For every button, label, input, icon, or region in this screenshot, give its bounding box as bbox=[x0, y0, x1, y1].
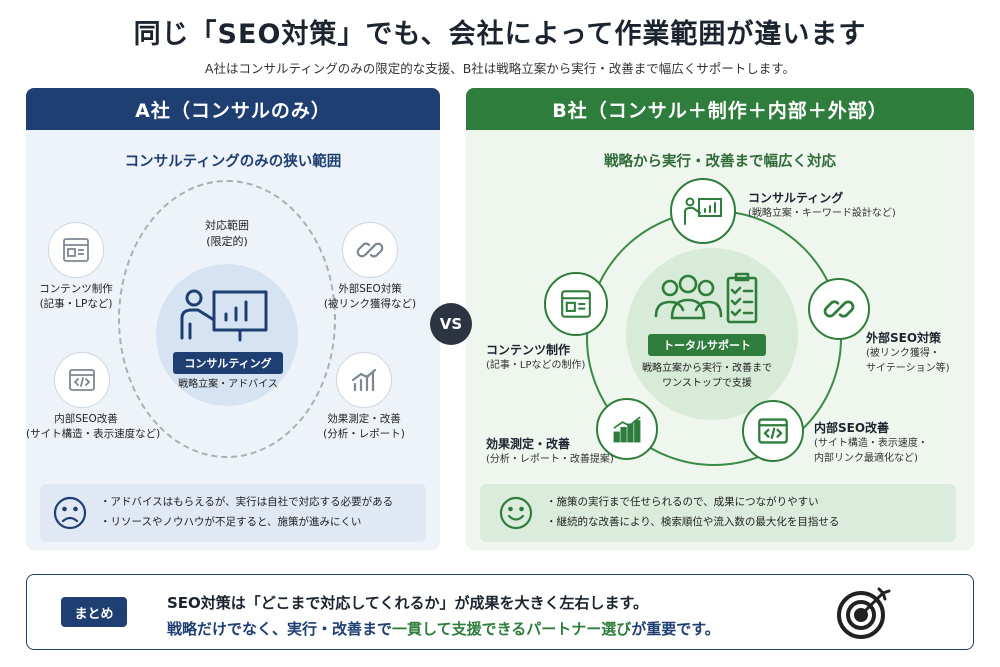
panel-b-note: 施策の実行まで任せられるので、成果につながりやすい 継続的な改善により、検索順位… bbox=[480, 484, 956, 542]
chart-icon bbox=[336, 352, 392, 408]
code-icon bbox=[742, 400, 804, 462]
document-icon bbox=[48, 222, 104, 278]
panel-a: A社（コンサルのみ） コンサルティングのみの狭い範囲 bbox=[26, 88, 440, 550]
panel-b-item-internal: 内部SEO改善(サイト構造・表示速度・内部リンク最適化など) bbox=[814, 421, 928, 464]
page-subtitle: A社はコンサルティングのみの限定的な支援、B社は戦略立案から実行・改善まで幅広く… bbox=[204, 61, 796, 76]
team-checklist-icon bbox=[654, 272, 758, 324]
scope-label: 対応範囲 (限定的) bbox=[205, 219, 249, 248]
summary-box: まとめ SEO対策は「どこまで対応してくれるか」が成果を大きく左右します。 戦略… bbox=[26, 574, 974, 650]
presenter-icon bbox=[180, 289, 268, 342]
summary-highlight: 一貫して支援できるパートナー選び bbox=[392, 620, 632, 638]
presenter-icon bbox=[670, 178, 736, 244]
note-item: アドバイスはもらえるが、実行は自社で対応する必要がある bbox=[100, 493, 394, 513]
scope-dashed-ring bbox=[118, 180, 336, 458]
code-icon bbox=[54, 352, 110, 408]
panel-b-item-consulting: コンサルティング(戦略立案・キーワード設計など) bbox=[748, 191, 896, 220]
panel-b-item-content: コンテンツ制作(記事・LPなどの制作) bbox=[486, 343, 586, 372]
panel-b-center-desc: 戦略立案から実行・改善までワンストップで支援 bbox=[642, 363, 772, 389]
panel-a-item-internal: 内部SEO改善(サイト構造・表示速度など) bbox=[26, 413, 161, 441]
link-icon bbox=[342, 222, 398, 278]
panel-a-note: アドバイスはもらえるが、実行は自社で対応する必要がある リソースやノウハウが不足… bbox=[40, 484, 426, 542]
note-item: 継続的な改善により、検索順位や流入数の最大化を目指せる bbox=[546, 513, 840, 533]
note-item: リソースやノウハウが不足すると、施策が進みにくい bbox=[100, 513, 393, 533]
smile-face-icon bbox=[499, 496, 533, 530]
panel-a-item-content: コンテンツ制作(記事・LPなど) bbox=[39, 283, 113, 311]
panel-a-center-desc: 戦略立案・アドバイス bbox=[178, 379, 278, 390]
panel-b-item-external: 外部SEO対策(被リンク獲得・サイテーション等) bbox=[866, 331, 950, 374]
page-title: 同じ「SEO対策」でも、会社によって作業範囲が違います bbox=[133, 19, 867, 50]
panel-b-center-badge: トータルサポート bbox=[648, 334, 766, 356]
panel-a-item-measurement: 効果測定・改善(分析・レポート) bbox=[323, 413, 405, 441]
summary-line-2: 戦略だけでなく、実行・改善まで一貫して支援できるパートナー選びが重要です。 bbox=[167, 620, 720, 638]
panel-a-center-circle bbox=[156, 264, 298, 406]
panel-b-title: B社（コンサル＋制作＋内部＋外部） bbox=[466, 88, 974, 130]
chart-icon bbox=[596, 398, 658, 460]
panel-a-center-badge: コンサルティング bbox=[173, 352, 283, 374]
summary-line-1: SEO対策は「どこまで対応してくれるか」が成果を大きく左右します。 bbox=[167, 594, 648, 612]
panel-a-item-external: 外部SEO対策(被リンク獲得など) bbox=[323, 283, 417, 311]
sad-face-icon bbox=[53, 496, 87, 530]
summary-badge: まとめ bbox=[61, 597, 127, 627]
link-icon bbox=[808, 278, 870, 340]
panel-a-subtitle: コンサルティングのみの狭い範囲 bbox=[124, 154, 342, 170]
document-icon bbox=[544, 272, 608, 336]
vs-badge: VS bbox=[430, 303, 472, 345]
panel-a-title: A社（コンサルのみ） bbox=[26, 88, 440, 130]
target-icon bbox=[837, 587, 891, 639]
panel-b-item-measurement: 効果測定・改善(分析・レポート・改善提案) bbox=[486, 437, 614, 466]
note-item: 施策の実行まで任せられるので、成果につながりやすい bbox=[546, 493, 839, 513]
panel-b-subtitle: 戦略から実行・改善まで幅広く対応 bbox=[604, 154, 836, 170]
